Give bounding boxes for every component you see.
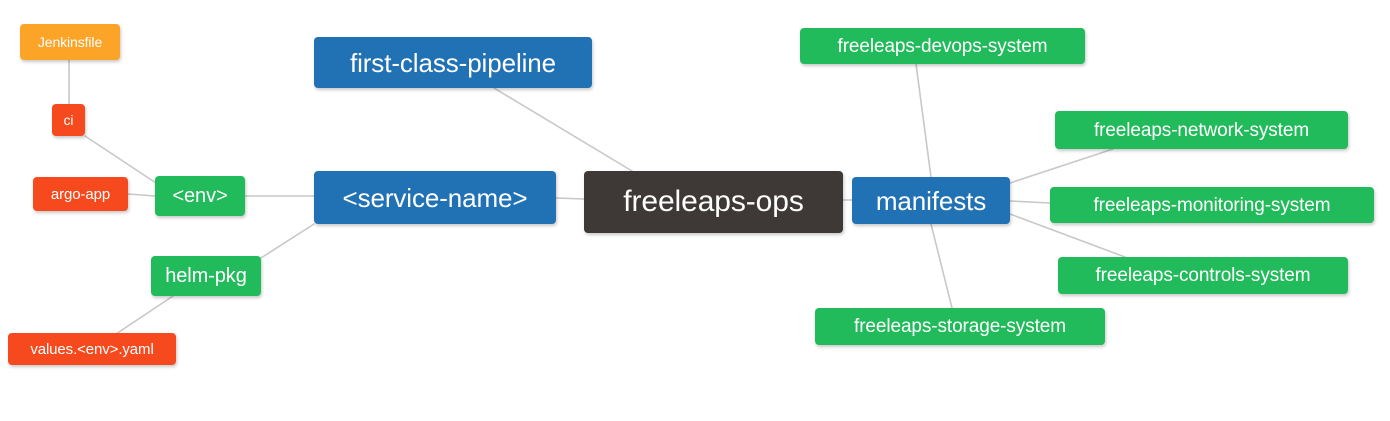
edge-service-name-to-helm-pkg [260,223,315,259]
edge-first-class-pipeline-to-freeleaps-ops [493,87,633,172]
node-jenkinsfile[interactable]: Jenkinsfile [20,24,120,60]
node-label-ci: ci [63,112,74,128]
node-label-env: <env> [172,185,228,207]
edge-service-name-to-freeleaps-ops [555,197,585,200]
node-freeleaps-network-system[interactable]: freeleaps-network-system [1055,111,1348,149]
node-label-first-class-pipeline: first-class-pipeline [349,47,557,78]
edge-manifests-to-freeleaps-storage-system [930,223,953,309]
edge-manifests-to-freeleaps-network-system [1009,148,1114,184]
node-label-freeleaps-controls-system: freeleaps-controls-system [1095,265,1311,286]
node-freeleaps-controls-system[interactable]: freeleaps-controls-system [1058,257,1348,294]
node-first-class-pipeline[interactable]: first-class-pipeline [314,37,592,88]
node-freeleaps-ops[interactable]: freeleaps-ops [584,171,843,233]
node-label-argo-app: argo-app [50,185,111,203]
node-label-freeleaps-monitoring-system: freeleaps-monitoring-system [1093,194,1331,216]
edge-manifests-to-freeleaps-devops-system [915,63,932,178]
node-freeleaps-devops-system[interactable]: freeleaps-devops-system [800,28,1085,64]
node-label-helm-pkg: helm-pkg [165,265,247,287]
node-label-manifests: manifests [875,185,987,216]
node-helm-pkg[interactable]: helm-pkg [151,256,261,296]
node-freeleaps-monitoring-system[interactable]: freeleaps-monitoring-system [1050,187,1374,223]
node-freeleaps-storage-system[interactable]: freeleaps-storage-system [815,308,1105,345]
node-ci[interactable]: ci [52,104,85,136]
node-service-name[interactable]: <service-name> [314,171,556,224]
node-env[interactable]: <env> [155,176,245,216]
node-label-freeleaps-storage-system: freeleaps-storage-system [854,316,1066,337]
node-label-freeleaps-devops-system: freeleaps-devops-system [837,35,1048,57]
node-label-freeleaps-network-system: freeleaps-network-system [1093,119,1310,141]
edge-argo-app-to-env [127,193,156,197]
node-argo-app[interactable]: argo-app [33,177,128,211]
edge-manifests-to-freeleaps-monitoring-system [1009,200,1051,204]
node-label-jenkinsfile: Jenkinsfile [37,34,103,50]
node-label-freeleaps-ops: freeleaps-ops [623,185,804,218]
node-label-service-name: <service-name> [342,182,528,213]
node-values-yaml[interactable]: values.<env>.yaml [8,333,176,365]
edge-helm-pkg-to-values-yaml [115,295,174,335]
node-label-values-yaml: values.<env>.yaml [30,340,154,358]
edge-ci-to-env [84,135,157,184]
node-manifests[interactable]: manifests [852,177,1010,224]
